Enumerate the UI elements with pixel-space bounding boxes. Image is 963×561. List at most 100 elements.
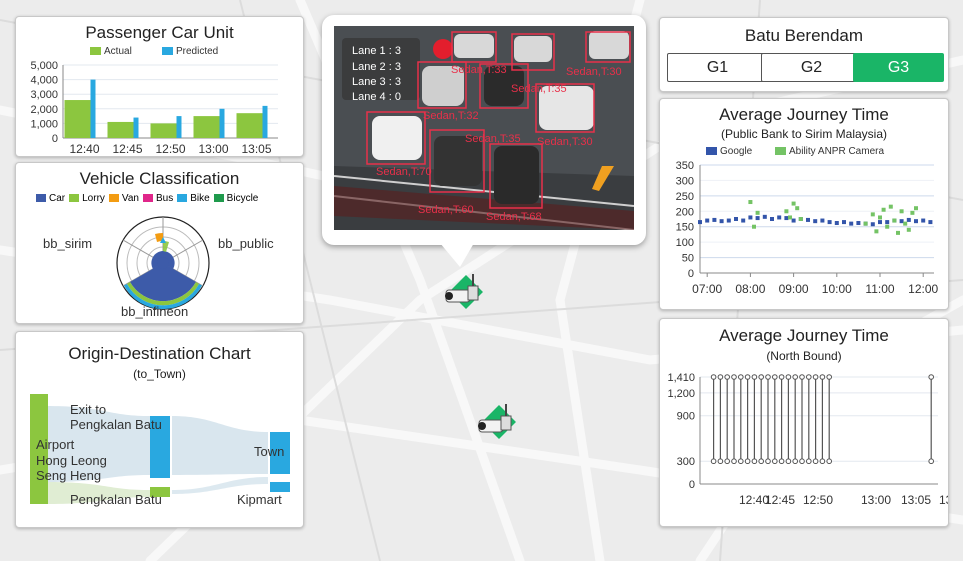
detection-label: Sedan,T:35 [511,83,567,95]
ajt1-title: Average Journey Time [719,105,889,124]
od-mid-bottom-label: Pengkalan Batu [70,492,162,507]
ajt1-point-google [878,220,882,225]
ajt1-point-ability [914,206,918,211]
ajt2-point-low [744,458,751,465]
ajt1-point-ability [870,212,875,217]
recording-indicator [433,39,453,59]
ajt2-point-high [731,374,737,380]
ajt1-point-google [705,218,710,223]
od-target-label-town: Town [254,444,285,459]
ajt1-point-ability [881,207,886,212]
ajt1-point-google [755,216,760,221]
vehicle-legend-label: Bus [155,193,174,204]
ajt1-xtick: 11:00 [865,282,894,296]
camera-feed[interactable] [334,26,634,230]
g1-button[interactable]: G1 [667,53,768,82]
od-node-kipmart [270,482,290,492]
ajt2-xtick: 12:45 [765,493,795,507]
ajt1-point-google [906,217,911,222]
vehicle-legend-item: Van [108,193,139,204]
camera-marker-icon[interactable] [440,270,492,320]
detection-label: Sedan,T:60 [418,204,474,216]
ajt1-point-google [748,215,753,220]
ajt1-panel: Average Journey Time (Public Bank to Sir… [659,98,949,310]
ajt1-point-google [899,219,904,224]
pcu-bar-actual [107,121,134,138]
ajt2-point-high [772,374,778,380]
pcu-bar-predicted [219,108,225,138]
vehicle-title: Vehicle Classification [79,169,240,188]
ajt2-point-high [738,374,744,380]
ajt1-point-google [928,220,933,225]
ajt1-point-ability [791,201,796,206]
ajt2-point-high [819,374,826,380]
ajt1-point-google [842,220,846,225]
pcu-legend-predicted: Predicted [162,46,218,57]
ajt1-point-google [762,214,767,219]
g2-button[interactable]: G2 [761,53,862,82]
ajt2-point-low [765,458,771,465]
ajt2-ytick: 0 [689,479,695,491]
od-subtitle: (to_Town) [133,367,186,381]
pcu-xtick: 12:50 [155,142,185,156]
ajt1-ytick: 150 [676,222,694,234]
ajt1-ytick: 300 [676,175,694,187]
ajt1-ytick: 50 [682,253,694,265]
ajt1-point-ability [878,215,882,220]
lane-count-4: Lane 4 : 0 [352,91,401,103]
pcu-bar-predicted [90,79,96,138]
ajt2-point-high [928,374,935,380]
g3-button[interactable]: G3 [853,53,944,82]
legend-swatch [108,194,119,202]
ajt2-point-low [724,458,730,465]
ajt1-point-google [849,221,854,226]
ajt2-xtick: 13:10 [939,493,948,507]
legend-swatch [213,194,224,202]
detection-label: Sedan,T:33 [451,64,507,76]
ajt2-xtick: 13:05 [901,493,931,507]
vehicle-legend-label: Bicycle [226,193,259,204]
od-node-pengkalan [150,487,170,497]
lane-count-1: Lane 1 : 3 [352,45,401,57]
ajt2-ytick: 900 [677,411,695,423]
camera-marker-icon[interactable] [473,400,525,450]
ajt1-xtick: 07:00 [692,282,722,296]
ajt1-point-ability [863,221,868,226]
ajt2-point-low [819,458,826,465]
vehicle-legend-item: Bicycle [213,193,259,204]
ajt1-point-ability [906,227,911,232]
legend-swatch [177,194,188,202]
lane-count-2: Lane 2 : 3 [352,61,401,73]
ajt2-point-high [778,374,785,380]
ajt2-point-low [717,458,724,465]
ajt1-point-ability [892,218,897,223]
detection-label: Sedan,T:30 [566,66,622,78]
ajt2-xtick: 12:40 [739,493,769,507]
od-target-label-kipmart: Kipmart [237,492,282,507]
ajt1-point-google [813,219,818,224]
ajt2-point-low [751,458,758,465]
pcu-legend-actual: Actual [90,46,132,57]
ajt1-point-google [827,220,832,225]
ajt2-subtitle: (North Bound) [766,349,842,363]
pcu-xtick: 12:40 [69,142,99,156]
ajt1-point-google [870,222,875,227]
pcu-ytick: 1,000 [30,118,58,130]
ajt1-point-google [734,217,738,221]
ajt1-point-ability [788,215,792,220]
pcu-xtick: 13:05 [241,142,271,156]
ajt1-point-google [770,217,774,221]
od-sankey [30,394,290,504]
vehicle-axis-bb-public: bb_public [218,236,274,251]
ajt1-point-google [914,219,918,224]
od-source-label-hong-leong: Hong Leong [36,453,107,468]
ajt1-xtick: 09:00 [779,282,809,296]
ajt2-point-low [928,458,935,465]
od-node-exit [150,416,170,478]
ajt2-point-high [724,374,730,380]
pcu-bar-actual [236,113,263,138]
ajt1-point-google [741,218,746,223]
